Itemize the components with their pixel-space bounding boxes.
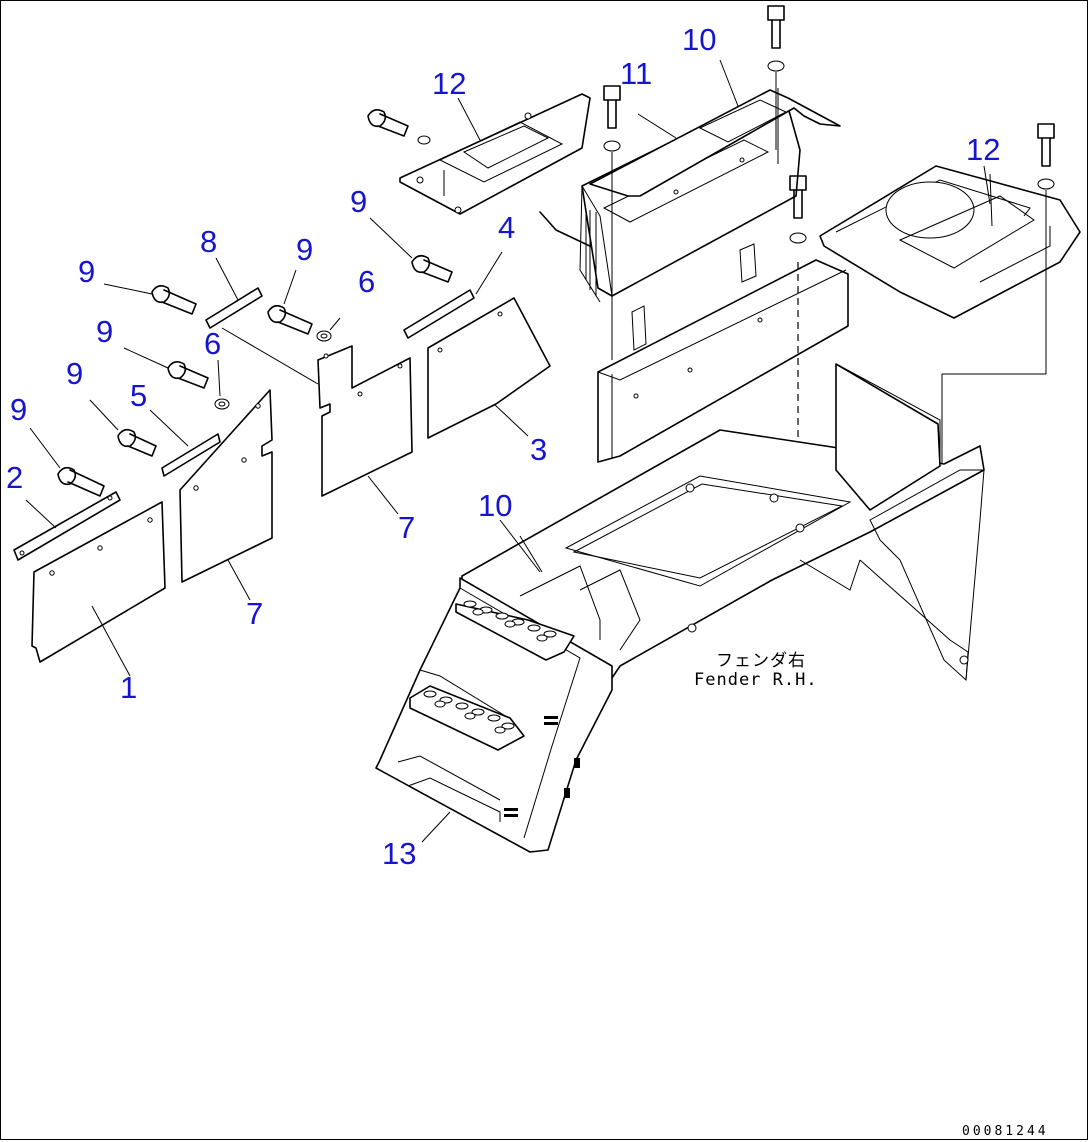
fender-note-english: Fender R.H.	[694, 670, 818, 690]
part-4-strip	[403, 251, 503, 339]
part-13-step-ladder	[375, 577, 613, 853]
document-number: 00081244	[962, 1124, 1049, 1139]
part-label-10a: 10	[682, 22, 717, 57]
part-label-9e: 9	[296, 232, 314, 267]
part-label-6b: 6	[358, 264, 376, 299]
part-9-bolts	[29, 108, 453, 497]
part-10-main-frame	[461, 363, 985, 685]
part-2-strip	[13, 491, 121, 561]
part-label-6a: 6	[204, 326, 222, 361]
part-5-strip	[149, 409, 221, 477]
part-label-9d: 9	[10, 392, 28, 427]
step-holes	[423, 600, 557, 734]
part-7-lower-cover	[179, 389, 273, 601]
part-label-4: 4	[498, 210, 516, 245]
part-12-plate-right	[819, 165, 1081, 319]
part-1-cover-plate	[31, 501, 166, 677]
part-label-2: 2	[6, 460, 24, 495]
leader-lines	[499, 165, 991, 573]
part-label-11: 11	[620, 56, 653, 91]
part-label-10b: 10	[478, 488, 513, 523]
part-label-7b: 7	[246, 596, 264, 631]
part-8-strip	[205, 257, 319, 385]
part-label-9a: 9	[78, 254, 96, 289]
part-12-plate-left	[399, 93, 595, 249]
part-label-9c: 9	[66, 356, 84, 391]
fender-side-plate	[597, 243, 849, 463]
part-label-3: 3	[530, 432, 548, 467]
part-10-upper-frame	[589, 59, 841, 197]
part-label-5: 5	[130, 378, 148, 413]
part-6-washers	[214, 317, 341, 410]
fender-note-japanese: フェンダ右	[716, 651, 806, 671]
part-label-13: 13	[382, 836, 417, 871]
part-label-12a: 12	[432, 66, 467, 101]
part-label-1: 1	[120, 670, 138, 705]
part-label-9f: 9	[350, 184, 368, 219]
part-label-12b: 12	[966, 132, 1001, 167]
part-label-7a: 7	[398, 510, 416, 545]
part-label-8: 8	[200, 224, 218, 259]
rivets	[504, 716, 580, 817]
part-label-9b: 9	[96, 314, 114, 349]
vertical-bolts	[603, 5, 1055, 530]
part-11-battery-box	[579, 93, 801, 303]
part-7-upper-cover	[317, 345, 413, 515]
part-3-cover	[427, 297, 551, 439]
